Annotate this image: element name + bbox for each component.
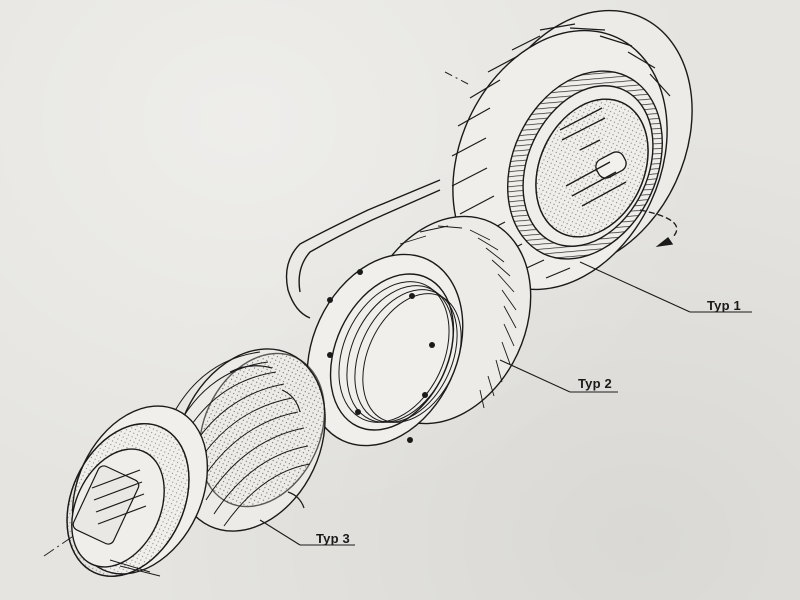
retaining-band bbox=[285, 179, 441, 319]
typ3-plug bbox=[66, 348, 355, 577]
label-typ3: Typ 3 bbox=[316, 531, 350, 546]
label-typ1: Typ 1 bbox=[707, 298, 741, 313]
typ2-coupling-ring bbox=[306, 215, 618, 447]
label-typ2: Typ 2 bbox=[578, 376, 612, 391]
typ1-housing bbox=[451, 9, 752, 313]
